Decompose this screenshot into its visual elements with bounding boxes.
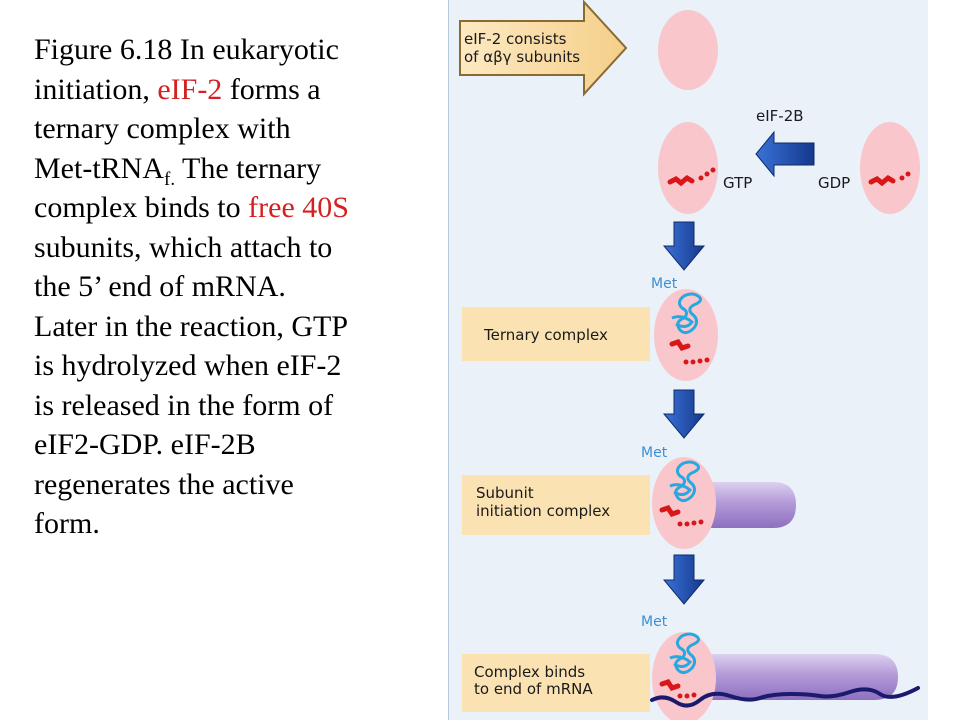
trna-cloverleaf-icon [669,460,701,503]
initiation-factor-complex [710,482,796,528]
ternary-complex-ribosome [654,289,718,381]
callout-line-2: of αβγ subunits [464,48,580,66]
caption-line: Met-tRNAf. The ternary [34,151,322,190]
down-arrow-icon [662,554,706,605]
caption-line: Later in the reaction, GTP [34,309,349,343]
caption-line: complex binds to free 40S [34,191,349,224]
eif2-highlight: eIF-2 [157,72,223,106]
gdp-label: GDP [818,174,850,192]
caption-line: is released in the form of [34,388,334,422]
binds-label-box [462,654,650,712]
met-aminoacid-icon [659,679,697,699]
caption-line: subunits, which attach to [34,230,333,264]
gtp-label: GTP [723,174,752,192]
caption-line: is hydrolyzed when eIF-2 [34,349,342,382]
ternary-ribosome-gtp [658,122,718,214]
mrna-strand [650,686,920,708]
met-aminoacid-icon [659,505,704,527]
subunit-label-line-1: Subunit [476,484,534,502]
caption-line: eIF2-GDP. eIF-2B [34,428,256,461]
figure-caption: Figure 6.18 In eukaryotic initiation, eI… [34,30,434,544]
caption-line: regenerates the active [34,467,294,501]
eif2-callout: eIF-2 consists of αβγ subunits [459,0,628,97]
initiation-diagram: eIF-2 consists of αβγ subunits eIF-2B GT… [459,0,920,720]
eif2-gdp-ribosome [860,122,920,214]
caption-line: initiation, eIF-2 forms a [34,72,321,106]
free-40s-highlight: free 40S [248,191,349,224]
eif2b-label: eIF-2B [756,107,804,125]
met-trna-icon [667,167,716,187]
free-40s-subunit [658,10,718,90]
ternary-label-box [462,307,650,361]
binds-label-line-2: to end of mRNA [474,680,593,698]
callout-line-1: eIF-2 consists [464,30,567,48]
caption-line: ternary complex with [34,112,291,145]
caption-line: form. [34,507,100,540]
trna-cloverleaf-icon [671,292,703,335]
initiation-factor-complex [710,654,898,700]
met-aminoacid-icon [669,339,710,365]
subunit-label-box [462,475,650,535]
down-arrow-icon [662,221,706,271]
subunit-initiation-ribosome [652,457,716,549]
subunit-label-line-2: initiation complex [476,502,610,520]
binds-label-line-1: Complex binds [474,663,585,681]
trna-cloverleaf-icon [669,632,701,675]
gdp-trna-icon [868,171,911,187]
down-arrow-icon [662,389,706,439]
ternary-complex-label: Ternary complex [483,326,608,344]
caption-line: Figure 6.18 In eukaryotic [34,33,339,66]
met-label: Met [641,614,668,630]
exchange-arrow-icon [755,130,815,178]
met-label: Met [651,276,678,292]
met-label: Met [641,445,668,461]
panel-divider [448,0,449,720]
caption-line: the 5’ end of mRNA. [34,270,286,303]
